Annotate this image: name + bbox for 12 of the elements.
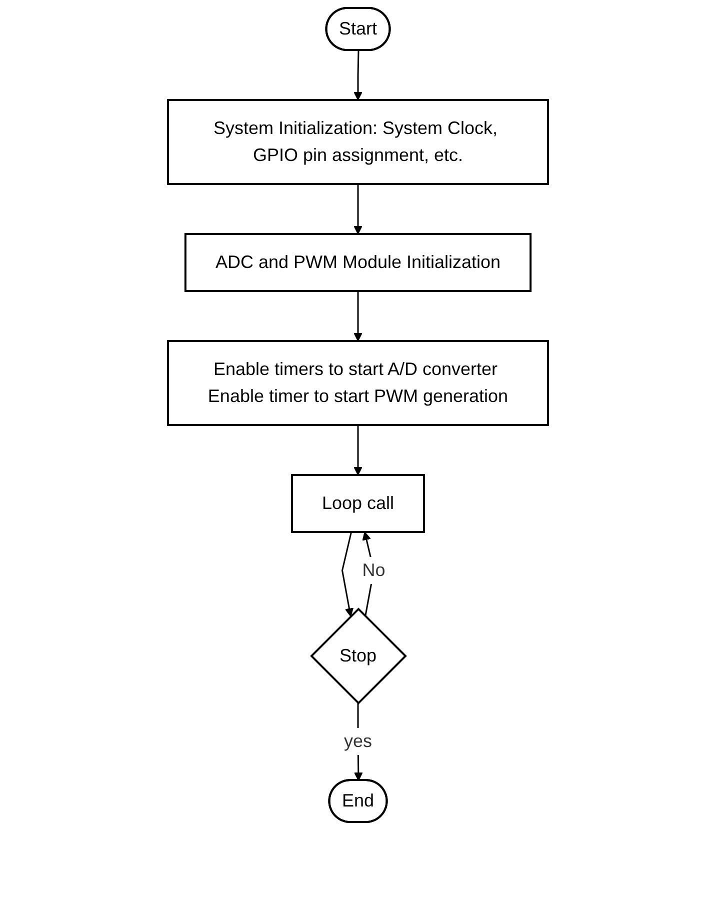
node-box: System Initialization: System Clock, GPIO pin assignment, etc. bbox=[166, 99, 548, 185]
edge-label: yes bbox=[343, 731, 372, 752]
arrow bbox=[353, 50, 362, 100]
node-box: ADC and PWM Module Initialization bbox=[184, 233, 532, 292]
node-box: Enable timers to start A/D converter Enable timer to start PWM generation bbox=[166, 340, 548, 426]
edge-label: No bbox=[362, 560, 385, 580]
node-diamond: Stop bbox=[310, 608, 406, 704]
arrow bbox=[353, 425, 362, 476]
node-box: Loop call bbox=[290, 474, 425, 533]
arrow bbox=[340, 532, 354, 617]
arrow bbox=[353, 291, 362, 342]
arrow bbox=[353, 184, 362, 234]
